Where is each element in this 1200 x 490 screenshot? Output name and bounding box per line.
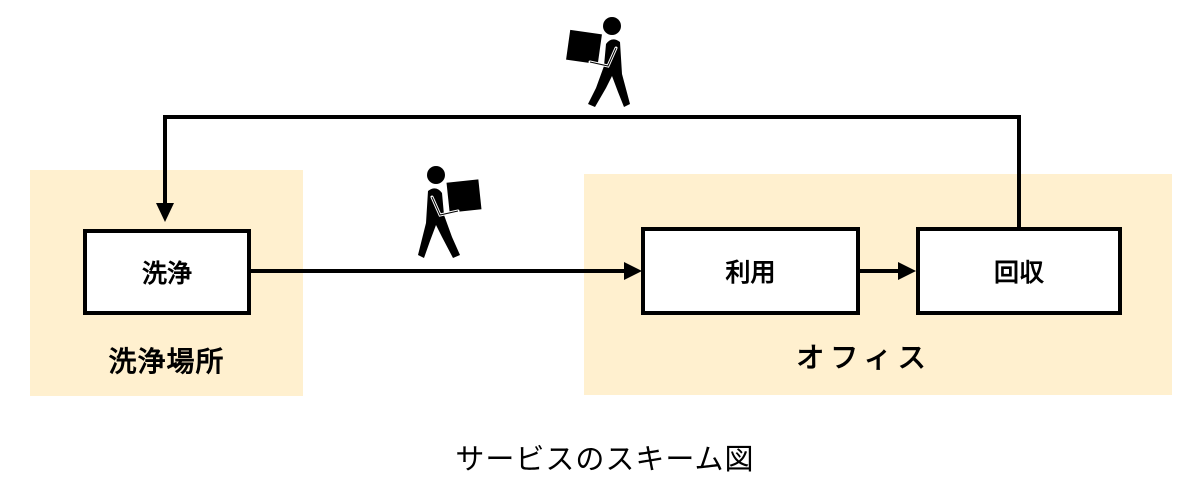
figure-caption: サービスのスキーム図 — [455, 442, 755, 476]
zone-label-office: オフィス — [796, 341, 932, 374]
node-wash: 洗浄 — [83, 229, 251, 315]
node-label: 洗浄 — [141, 259, 192, 288]
node-collect: 回収 — [916, 227, 1122, 315]
person-carrying-box-icon — [418, 166, 482, 258]
node-label: 回収 — [993, 258, 1044, 287]
person-carrying-box-icon — [566, 17, 630, 107]
zone-label-washing-site: 洗浄場所 — [108, 345, 225, 378]
node-use: 利用 — [641, 227, 860, 315]
node-label: 利用 — [725, 258, 776, 287]
